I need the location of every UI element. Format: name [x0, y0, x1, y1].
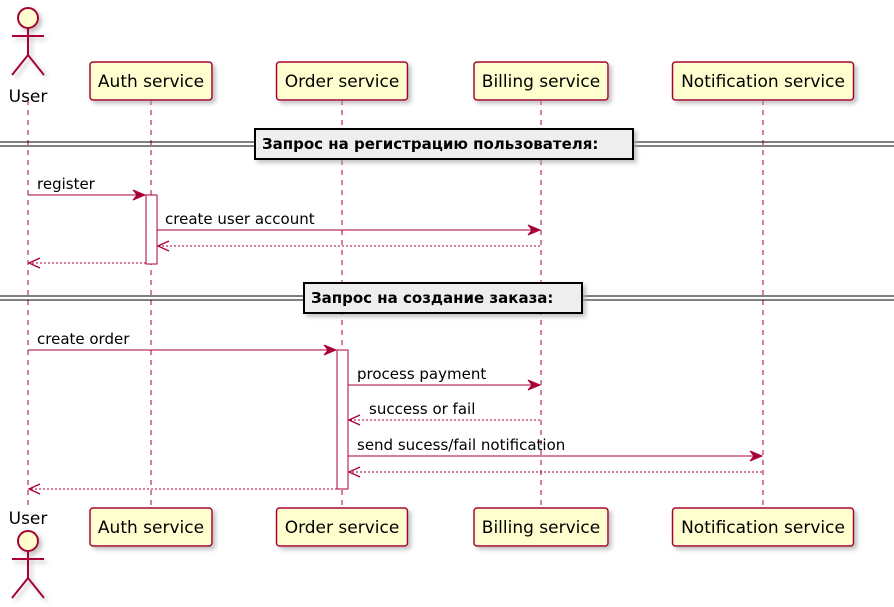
- actor-left-leg: [11, 54, 29, 76]
- participant-label: Auth service: [98, 518, 204, 538]
- participant-billing-bottom: Billing service: [473, 507, 609, 547]
- divider-label: Запрос на регистрацию пользователя:: [262, 135, 598, 153]
- participant-box: [89, 61, 213, 101]
- arrowhead-icon: [749, 450, 764, 462]
- participant-auth-top: Auth service: [89, 61, 213, 101]
- participant-label: Order service: [285, 518, 400, 538]
- participant-order-bottom: Order service: [275, 507, 409, 547]
- open-arrowhead-icon: [27, 483, 41, 495]
- message-9: [347, 466, 762, 478]
- actor-top: User: [9, 7, 48, 107]
- participant-box: [671, 61, 855, 101]
- actor-right-leg: [27, 577, 45, 599]
- actor-bottom: User: [9, 509, 48, 599]
- participant-box: [89, 507, 213, 547]
- actor-left-leg: [11, 577, 29, 599]
- participant-label: User: [9, 87, 48, 107]
- participant-box: [671, 507, 855, 547]
- arrowhead-icon: [527, 224, 542, 236]
- participant-box: [473, 507, 609, 547]
- open-arrowhead-icon: [156, 240, 170, 252]
- message-4: [27, 257, 146, 269]
- actor-head: [17, 7, 39, 29]
- divider-label: Запрос на создание заказа:: [311, 289, 553, 307]
- participant-label: Notification service: [681, 518, 845, 538]
- messages: register create user account create order p…: [27, 175, 764, 495]
- participant-label: Billing service: [482, 72, 600, 92]
- activation-order: [336, 349, 349, 490]
- message-label: register: [37, 175, 96, 193]
- participant-box: [275, 507, 409, 547]
- message-label: create user account: [165, 210, 315, 228]
- message-8: send sucess/fail notification: [348, 436, 764, 462]
- participant-billing-top: Billing service: [473, 61, 609, 101]
- message-label: process payment: [357, 365, 486, 383]
- divider-2: Запрос на создание заказа:: [0, 282, 894, 314]
- arrowhead-icon: [132, 189, 147, 201]
- participant-label: User: [9, 509, 48, 529]
- message-5: create order: [28, 330, 338, 356]
- actor-stick-figure-icon: [11, 530, 45, 599]
- message-2: create user account: [157, 210, 542, 236]
- arrowhead-icon: [527, 379, 542, 391]
- message-3: [156, 240, 540, 252]
- participant-auth-bottom: Auth service: [89, 507, 213, 547]
- participant-notification-top: Notification service: [671, 61, 855, 101]
- participant-notification-bottom: Notification service: [671, 507, 855, 547]
- message-10: [27, 483, 337, 495]
- divider-1: Запрос на регистрацию пользователя:: [0, 128, 894, 160]
- actor-head: [17, 530, 39, 552]
- activation-auth: [145, 194, 158, 265]
- participant-label: Auth service: [98, 72, 204, 92]
- divider-box: [303, 282, 583, 314]
- dividers: Запрос на регистрацию пользователя: Запро…: [0, 128, 894, 314]
- participant-label: Billing service: [482, 518, 600, 538]
- participant-label: Notification service: [681, 72, 845, 92]
- open-arrowhead-icon: [347, 466, 361, 478]
- participant-box: [473, 61, 609, 101]
- open-arrowhead-icon: [347, 414, 361, 426]
- message-6: process payment: [348, 365, 542, 391]
- message-7: success or fail: [347, 400, 540, 426]
- message-label: success or fail: [369, 400, 475, 418]
- participant-label: Order service: [285, 72, 400, 92]
- divider-box: [254, 128, 634, 160]
- actor-stick-figure-icon: [11, 7, 45, 76]
- activation-bars: [145, 194, 349, 490]
- actor-right-leg: [27, 54, 45, 76]
- message-label: send sucess/fail notification: [357, 436, 565, 454]
- message-1: register: [28, 175, 147, 201]
- participant-box: [275, 61, 409, 101]
- open-arrowhead-icon: [27, 257, 41, 269]
- arrowhead-icon: [323, 344, 338, 356]
- message-label: create order: [37, 330, 130, 348]
- participant-order-top: Order service: [275, 61, 409, 101]
